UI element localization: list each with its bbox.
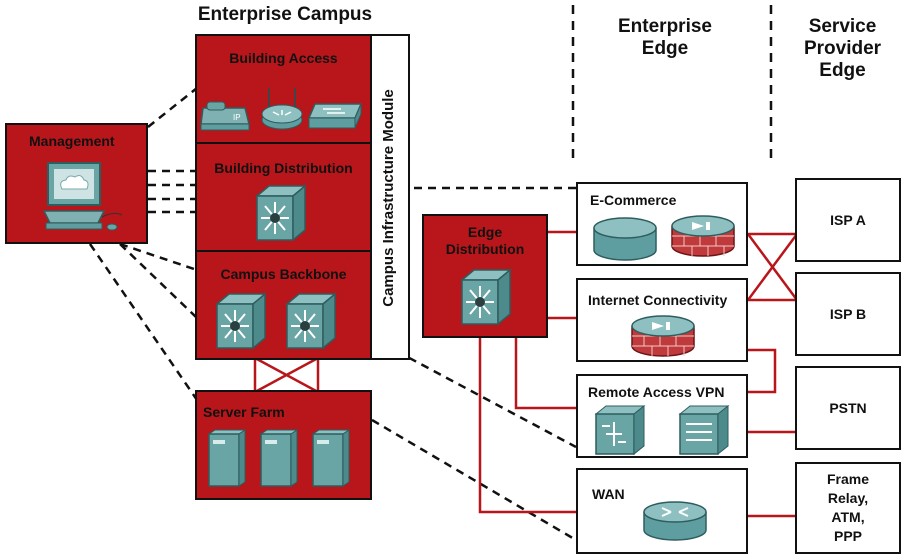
- wan-module: WAN: [576, 468, 748, 554]
- isp-b-box: ISP B: [795, 272, 901, 356]
- header-service-provider-edge: Service Provider Edge: [803, 16, 882, 81]
- pstn-box: PSTN: [795, 366, 901, 450]
- building-access-module: Building Access IP: [195, 34, 372, 144]
- edge-distribution-label: Edge Distribution: [445, 224, 525, 257]
- server-icon: [311, 428, 351, 493]
- campus-backbone-label: Campus Backbone: [220, 266, 347, 282]
- remote-access-vpn-label: Remote Access VPN: [588, 384, 725, 400]
- campus-backbone-module: Campus Backbone: [195, 250, 372, 360]
- management-module: Management: [5, 123, 148, 244]
- vpn-concentrator-icon: [594, 404, 646, 461]
- workgroup-switch-icon: [307, 98, 363, 137]
- frame-relay-label: Frame Relay, ATM, PPP: [826, 471, 870, 544]
- link-infra-vpn: [371, 336, 577, 449]
- internet-connectivity-module: Internet Connectivity: [576, 278, 748, 362]
- server-icon: [207, 428, 247, 493]
- firewall-icon: [670, 212, 736, 267]
- building-distribution-module: Building Distribution: [195, 142, 372, 252]
- link-mgmt-backbone-2: [119, 243, 198, 319]
- internet-connectivity-label: Internet Connectivity: [588, 292, 728, 308]
- multilayer-switch-icon: [213, 292, 269, 355]
- pstn-label: PSTN: [829, 400, 867, 416]
- multilayer-switch-icon: [283, 292, 339, 355]
- ip-phone-icon: IP: [199, 98, 251, 137]
- management-label: Management: [29, 133, 115, 149]
- link-mgmt-serverfarm: [88, 243, 199, 401]
- server-farm-label: Server Farm: [203, 404, 285, 420]
- database-icon: [592, 216, 658, 267]
- ecommerce-module: E-Commerce: [576, 182, 748, 266]
- isp-a-box: ISP A: [795, 178, 901, 262]
- wan-label: WAN: [592, 486, 625, 502]
- campus-infrastructure-module: Campus Infrastructure Module: [370, 34, 410, 360]
- header-enterprise-edge: Enterprise Edge: [618, 16, 712, 59]
- wireless-ap-icon: [259, 86, 305, 137]
- pc-icon: [42, 161, 123, 241]
- server-farm-module: Server Farm: [195, 390, 372, 500]
- header-enterprise-campus: Enterprise Campus: [197, 4, 373, 25]
- remote-access-vpn-module: Remote Access VPN: [576, 374, 748, 458]
- ecommerce-label: E-Commerce: [590, 192, 677, 208]
- isp-b-label: ISP B: [829, 306, 867, 322]
- campus-infrastructure-label: Campus Infrastructure Module: [380, 89, 397, 307]
- link-mgmt-access: [147, 87, 198, 128]
- isp-a-label: ISP A: [830, 212, 866, 228]
- firewall-icon: [630, 312, 696, 367]
- svg-text:IP: IP: [233, 113, 241, 122]
- building-distribution-label: Building Distribution: [214, 160, 353, 176]
- link-serverfarm-wan: [371, 418, 577, 542]
- link-mgmt-backbone-1: [119, 242, 198, 272]
- frame-relay-box: Frame Relay, ATM, PPP: [795, 462, 901, 554]
- router-icon: [642, 498, 708, 549]
- building-access-label: Building Access: [229, 50, 338, 66]
- server-icon: [259, 428, 299, 493]
- multilayer-switch-icon: [458, 268, 514, 331]
- edge-distribution-module: Edge Distribution: [422, 214, 548, 338]
- multilayer-switch-icon: [253, 184, 309, 247]
- vpn-concentrator-icon: [678, 404, 730, 461]
